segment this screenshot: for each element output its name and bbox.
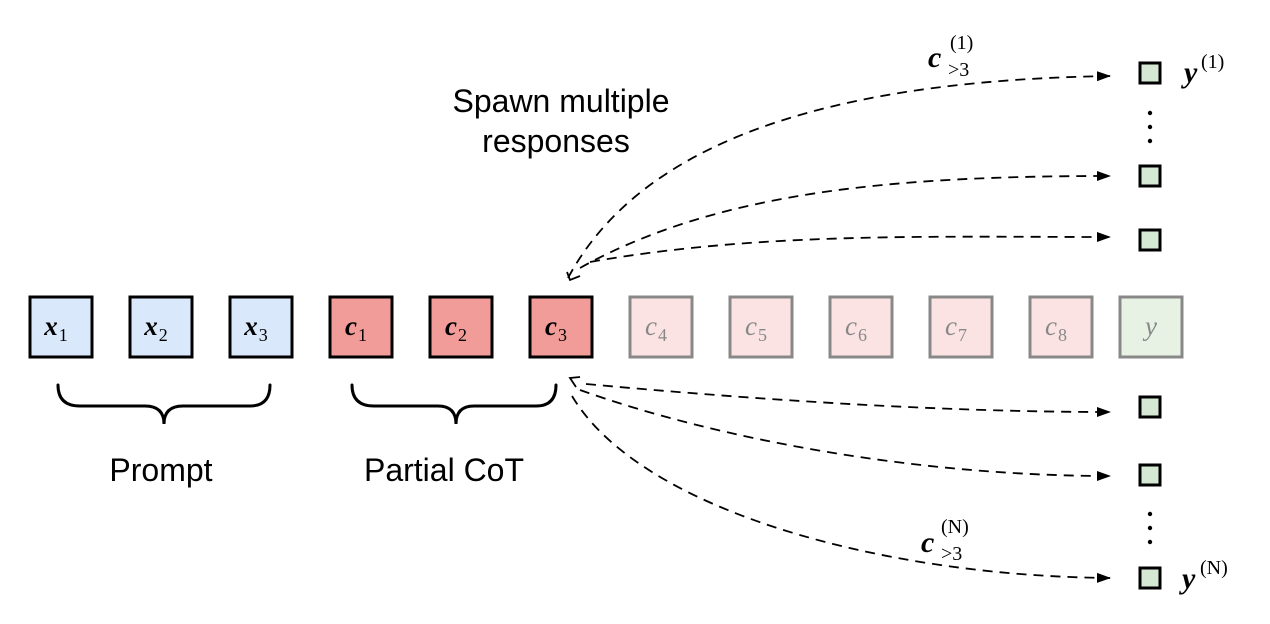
token-c2: c2 (428, 295, 494, 359)
token-c7: c7 (928, 295, 994, 359)
response-node-3 (1138, 228, 1162, 252)
token-c3: c3 (528, 295, 594, 359)
continuation-label-top: c (1) >3 (928, 32, 973, 81)
token-y: y (1118, 295, 1184, 359)
token-text: c1 (345, 311, 367, 345)
svg-text:c: c (921, 526, 934, 559)
token-text: c5 (745, 311, 767, 345)
token-text: x2 (143, 311, 168, 345)
spawn-label-line1: Spawn multiple (453, 83, 670, 119)
spawn-arrow-bottom-2 (579, 389, 1111, 481)
svg-text:(N): (N) (1200, 557, 1228, 579)
svg-text:(1): (1) (950, 32, 973, 54)
token-box (28, 295, 94, 359)
token-c6: c6 (828, 295, 894, 359)
token-box (928, 295, 994, 359)
ellipsis-bottom (1147, 511, 1153, 545)
token-text: c8 (1045, 311, 1067, 345)
svg-text:(N): (N) (941, 516, 969, 538)
token-c1: c1 (328, 295, 394, 359)
response-node-1 (1138, 61, 1162, 85)
token-text: c6 (845, 311, 867, 345)
token-c4: c4 (628, 295, 694, 359)
token-box (528, 295, 594, 359)
spawn-arrow-top-1 (567, 71, 1111, 279)
spawn-origin-head-bottom (568, 376, 581, 388)
prompt-brace (56, 383, 272, 425)
token-box (728, 295, 794, 359)
continuation-label-bottom: c (N) >3 (921, 516, 969, 565)
token-text: c7 (945, 311, 967, 345)
token-text: x3 (243, 311, 268, 345)
response-node-4 (1138, 395, 1162, 419)
partial-cot-brace (350, 383, 558, 425)
token-text: c2 (445, 311, 467, 345)
answer-label-bottom: y (N) (1179, 557, 1228, 595)
spawn-origin-head-top (566, 271, 581, 282)
token-box (128, 295, 194, 359)
token-box (328, 295, 394, 359)
spawn-label-line2: responses (482, 123, 630, 159)
token-box (1028, 295, 1094, 359)
svg-text:y: y (1181, 56, 1198, 89)
svg-text:(1): (1) (1201, 51, 1224, 73)
response-node-5 (1138, 463, 1162, 487)
token-x2: x2 (128, 295, 194, 359)
spawn-arrow-bottom-1 (585, 383, 1111, 417)
token-box (428, 295, 494, 359)
response-node-2 (1138, 164, 1162, 188)
token-box (228, 295, 294, 359)
spawn-arrow-top-2 (579, 171, 1111, 269)
ellipsis-top (1147, 110, 1153, 144)
svg-text:c: c (928, 41, 941, 74)
partial-cot-label: Partial CoT (364, 452, 524, 488)
token-text: x1 (43, 311, 68, 345)
svg-text:y: y (1179, 562, 1196, 595)
token-text: c3 (545, 311, 567, 345)
token-box (1118, 295, 1184, 359)
token-text: y (1142, 311, 1157, 341)
token-box (828, 295, 894, 359)
spawn-arrow-top-3 (589, 231, 1111, 263)
token-c5: c5 (728, 295, 794, 359)
token-box (628, 295, 694, 359)
token-x3: x3 (228, 295, 294, 359)
prompt-label: Prompt (109, 452, 212, 488)
token-c8: c8 (1028, 295, 1094, 359)
token-text: c4 (645, 311, 667, 345)
spawn-arrow-bottom-3 (571, 395, 1111, 583)
svg-text:>3: >3 (941, 543, 962, 565)
response-nodes (1138, 61, 1162, 590)
svg-text:>3: >3 (948, 59, 969, 81)
token-x1: x1 (28, 295, 94, 359)
response-node-6 (1138, 566, 1162, 590)
answer-label-top: y (1) (1181, 51, 1224, 89)
token-sequence: x1 x2 x3 c1 c2 c3 c4 c5 c6 c7 c8 y (28, 295, 1184, 359)
